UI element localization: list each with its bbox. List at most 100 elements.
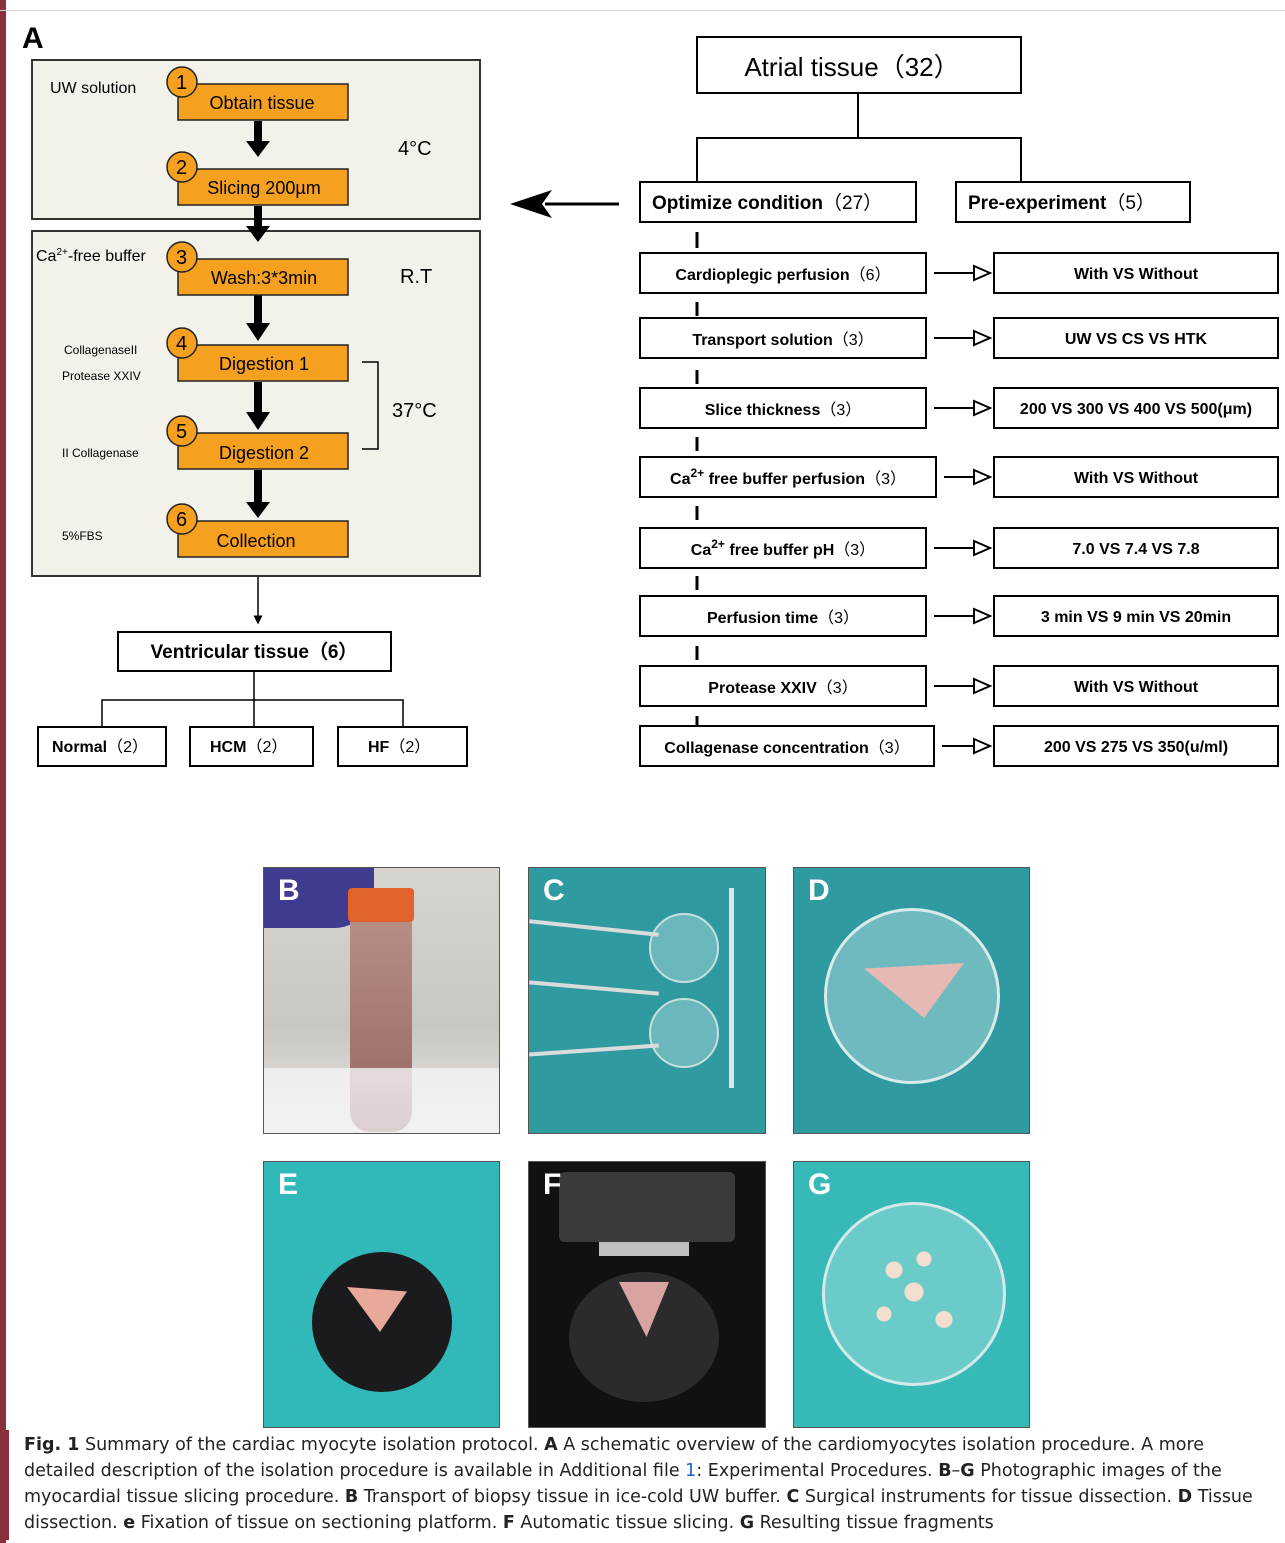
condition-row: Cardioplegic perfusion（6） With VS Without [639, 252, 1279, 294]
group-normal: Normal（2） [37, 726, 167, 767]
photo-c-instruments: C [528, 867, 766, 1134]
slicer-housing [559, 1172, 735, 1242]
step-1-label: Obtain tissue [209, 93, 314, 113]
ventricular-box [117, 631, 392, 672]
step-5: 5 Digestion 2 [166, 415, 349, 470]
condition-label: Collagenase concentration（3） [664, 739, 909, 757]
step-4: 4 Digestion 1 [166, 327, 349, 382]
result-box [993, 527, 1279, 569]
scissors [729, 888, 734, 1088]
condition-label: Transport solution（3） [692, 331, 873, 349]
condition-arrowhead [973, 677, 993, 695]
condition-row: Perfusion time（3） 3 min VS 9 min VS 20min [639, 595, 1279, 637]
step-4-label: Digestion 1 [219, 354, 309, 374]
temp-rt: R.T [400, 266, 432, 288]
svg-text:HF（2）: HF（2） [368, 738, 430, 756]
photo-g-fragments: G [793, 1161, 1030, 1428]
forceps-3 [529, 1043, 659, 1057]
step-arrows [246, 121, 270, 518]
step-5-label: Digestion 2 [219, 443, 309, 463]
condition-box [639, 317, 927, 359]
step-3: 3 Wash:3*3min [166, 241, 349, 296]
caption-bar [6, 1430, 9, 1540]
figure-frame-bar [0, 0, 6, 1543]
condition-label: Perfusion time（3） [707, 609, 859, 627]
photo-b-tube: B [263, 867, 500, 1134]
photo-label-b: B [278, 874, 300, 907]
condition-label: Slice thickness（3） [705, 401, 862, 419]
pre-experiment-box [955, 181, 1191, 223]
result-box [993, 725, 1279, 767]
condition-box [639, 725, 935, 767]
step-6-label: Collection [216, 531, 295, 551]
condition-arrowhead [973, 468, 993, 486]
step-1-number: 1 [176, 72, 187, 94]
atrial-box [696, 36, 1022, 94]
photo-e-fixation: E [263, 1161, 500, 1428]
group-hf: HF（2） [337, 726, 468, 767]
condition-row: Slice thickness（3） 200 VS 300 VS 400 VS 5… [639, 387, 1279, 429]
condition-rows: Cardioplegic perfusion（6） With VS Without… [639, 252, 1279, 767]
step-3-label: Wash:3*3min [211, 268, 317, 288]
uw-solution-label: UW solution [50, 80, 136, 97]
condition-row: Collagenase concentration（3） 200 VS 275 V… [639, 725, 1279, 767]
condition-row: Ca2+ free buffer pH（3） 7.0 VS 7.4 VS 7.8 [639, 527, 1279, 569]
petri-dish-2 [649, 998, 719, 1068]
photo-d-dissection: D [793, 867, 1030, 1134]
step-2-number: 2 [176, 157, 187, 179]
result-label: 200 VS 300 VS 400 VS 500(μm) [1020, 401, 1252, 418]
condition-arrowhead [973, 329, 993, 347]
step-6: 6 Collection [166, 503, 349, 558]
result-label: 3 min VS 9 min VS 20min [1041, 609, 1231, 626]
forceps-2 [529, 980, 659, 996]
condition-box [639, 252, 927, 294]
condition-label: Protease XXIV（3） [708, 679, 857, 697]
optimize-label: Optimize condition（27） [652, 192, 882, 214]
step-1: 1 Obtain tissue [166, 66, 349, 121]
photo-label-f: F [543, 1168, 562, 1201]
step-5-number: 5 [176, 421, 187, 443]
step-3-number: 3 [176, 247, 187, 269]
result-label: With VS Without [1074, 470, 1199, 487]
atrial-label: Atrial tissue（32） [744, 52, 959, 82]
condition-box [639, 456, 937, 498]
result-label: 7.0 VS 7.4 VS 7.8 [1072, 541, 1199, 558]
condition-box [639, 387, 927, 429]
condition-label: Cardioplegic perfusion（6） [675, 266, 890, 284]
ventricular-label: Ventricular tissue（6） [151, 640, 358, 663]
digestion-bracket [362, 361, 379, 450]
dish-d [824, 908, 1000, 1084]
result-box [993, 595, 1279, 637]
result-box [993, 665, 1279, 707]
result-label: 200 VS 275 VS 350(u/ml) [1044, 739, 1228, 756]
slicer-blade [599, 1242, 689, 1256]
condition-arrowhead [973, 264, 993, 282]
photo-label-e: E [278, 1168, 299, 1201]
temp-4c: 4°C [398, 138, 432, 160]
svg-text:HCM（2）: HCM（2） [210, 738, 287, 756]
condition-row: Ca2+ free buffer perfusion（3）With VS Wit… [639, 456, 1279, 498]
panel-label-a: A [22, 22, 44, 55]
condition-arrowhead [973, 607, 993, 625]
to-protocol-arrowhead [510, 190, 552, 218]
condition-box [639, 665, 927, 707]
note-collagenase-ii: CollagenaseII [64, 343, 137, 357]
forceps-1 [529, 919, 659, 937]
petri-dish-1 [649, 913, 719, 983]
condition-box [639, 527, 927, 569]
result-box [993, 387, 1279, 429]
fragments-g [864, 1237, 964, 1347]
condition-label: Ca2+ free buffer pH（3） [691, 537, 875, 559]
condition-box [639, 595, 927, 637]
result-box [993, 456, 1279, 498]
step-2: 2 Slicing 200µm [166, 151, 349, 206]
condition-arrowhead [973, 399, 993, 417]
photo-f-slicing: F [528, 1161, 766, 1428]
result-label: With VS Without [1074, 266, 1199, 283]
pre-experiment-label: Pre-experiment（5） [968, 192, 1155, 214]
photo-label-d: D [808, 874, 830, 907]
condition-arrowhead [973, 737, 993, 755]
step-2-label: Slicing 200µm [207, 178, 320, 198]
additional-file-link[interactable]: 1 [685, 1461, 697, 1481]
